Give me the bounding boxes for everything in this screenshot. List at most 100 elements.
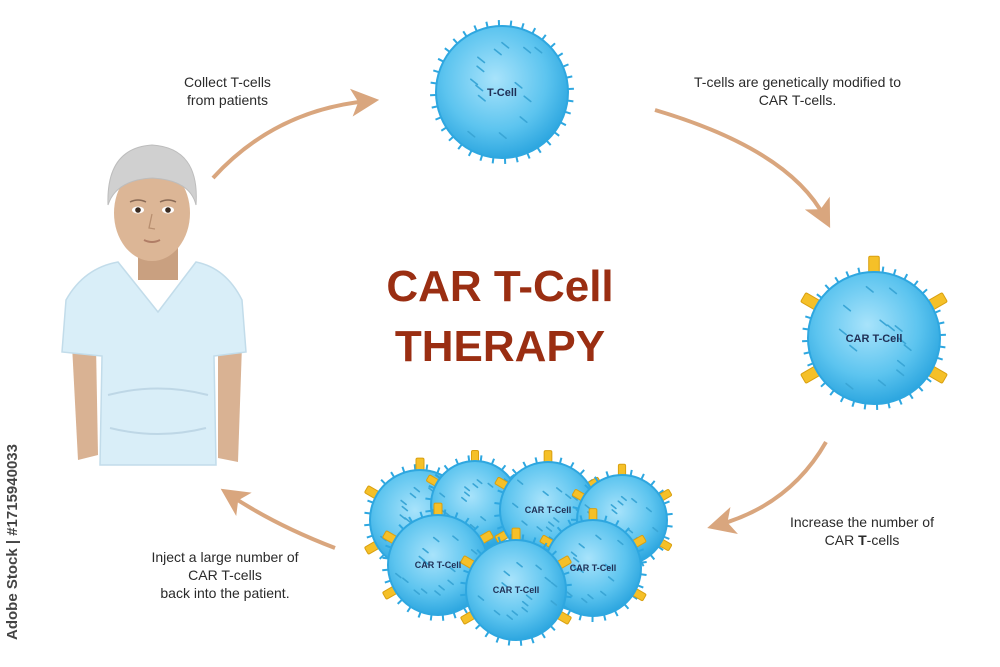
cell-texture (461, 496, 468, 502)
cell-texture (845, 382, 854, 390)
cell-texture (570, 551, 578, 557)
cell-texture (469, 523, 476, 530)
step-inject-caption: Inject a large number of CAR T-cells bac… (115, 548, 335, 602)
cell-texture (548, 521, 555, 527)
cell-texture (578, 543, 585, 549)
cell-texture (511, 610, 519, 616)
cell-label: T-Cell (487, 87, 517, 99)
cell-membrane (807, 271, 941, 405)
step-expand-line-1: Increase the number of (790, 514, 934, 530)
cell-texture (572, 565, 579, 572)
cell-texture (542, 490, 549, 497)
cell-membrane (465, 539, 567, 641)
cell-texture (501, 582, 508, 588)
cell-texture (577, 567, 584, 574)
car-tcell-modified: CAR T-Cell (800, 255, 948, 410)
title-line-1: CAR T-Cell (386, 262, 614, 311)
cell-texture (544, 576, 552, 583)
cell-texture (487, 482, 494, 488)
cell-texture (472, 483, 479, 489)
cell-texture (584, 504, 591, 510)
cell-texture (476, 65, 485, 73)
cell-texture (477, 595, 485, 601)
cell-texture (898, 337, 907, 345)
cell-texture (512, 502, 519, 509)
tcell-unmodified: T-Cell (430, 20, 574, 164)
cell-texture (402, 577, 409, 584)
cell-texture (516, 479, 524, 485)
patient-nose (148, 213, 156, 230)
cell-texture (516, 561, 523, 568)
cell-texture (493, 609, 501, 616)
cell-texture (432, 536, 440, 543)
stock-watermark: Adobe Stock | #1715940033 (4, 444, 21, 640)
cell-texture (521, 606, 529, 613)
car-tcell-cluster-7: CAR T-Cell (460, 527, 572, 646)
cell-texture (571, 495, 578, 501)
cell-texture (422, 547, 429, 554)
cell-texture (587, 593, 594, 600)
cell-texture (521, 520, 528, 526)
cell-texture (610, 504, 617, 510)
cell-texture (418, 555, 426, 562)
step-modify-caption: T-cells are genetically modified to CAR … (665, 73, 930, 109)
cell-texture (879, 319, 888, 327)
cell-texture (886, 324, 896, 332)
cell-texture (545, 526, 553, 532)
cell-texture (475, 84, 484, 92)
car-tcell-cluster-6: CAR T-Cell (539, 508, 647, 623)
cell-label: CAR T-Cell (846, 333, 903, 345)
cell-texture (409, 492, 417, 499)
cell-texture (523, 95, 532, 103)
cell-texture (400, 499, 407, 506)
step-modify-line-2: CAR T-cells. (758, 92, 837, 108)
cell-texture (581, 597, 588, 604)
cell-texture (480, 516, 487, 522)
cell-texture (849, 344, 858, 352)
cell-texture (498, 132, 507, 139)
patient-right-pupil (165, 207, 171, 213)
cell-texture (572, 557, 580, 563)
cell-texture (838, 328, 848, 336)
patient-gown-fold-lower (109, 427, 207, 435)
cell-texture (555, 487, 563, 493)
cell-texture (607, 576, 615, 582)
cell-texture (645, 507, 652, 513)
cell-texture (501, 41, 510, 49)
patient-mouth (143, 239, 161, 243)
cell-texture (600, 590, 607, 597)
cell-texture (888, 287, 898, 295)
cell-texture (506, 614, 514, 621)
cell-texture (536, 526, 543, 532)
cell-texture (470, 549, 478, 555)
cell-texture (611, 509, 618, 515)
step-collect-line-1: Collect T-cells (184, 74, 271, 90)
arrow-expansion-to-patient (220, 488, 336, 550)
patient-brows (129, 199, 177, 203)
cell-texture (595, 534, 602, 540)
cell-texture (463, 491, 470, 497)
cell-texture (521, 600, 529, 607)
cell-texture (519, 116, 528, 124)
cell-texture (565, 493, 572, 500)
arrow-tcell-to-cartcell (654, 108, 831, 228)
cell-texture (395, 572, 402, 579)
patient-gown-fold (107, 387, 209, 396)
cell-texture (447, 579, 454, 586)
patient-left-arm (72, 345, 98, 460)
cell-texture (553, 517, 560, 523)
patient-right-arm (218, 345, 242, 462)
step-modify-line-1: T-cells are genetically modified to (694, 74, 901, 90)
cell-texture (438, 584, 445, 591)
cell-texture (865, 285, 874, 293)
cell-texture (476, 479, 483, 485)
step-expand-line-2: CAR T-cells (824, 532, 900, 548)
step-collect-line-2: from patients (187, 92, 268, 108)
cycle-arrows (211, 88, 831, 550)
cell-texture (503, 570, 511, 577)
step-expand-caption: Increase the number of CAR T-cells (762, 513, 962, 549)
patient-gown (61, 261, 247, 466)
cell-texture (896, 359, 906, 367)
